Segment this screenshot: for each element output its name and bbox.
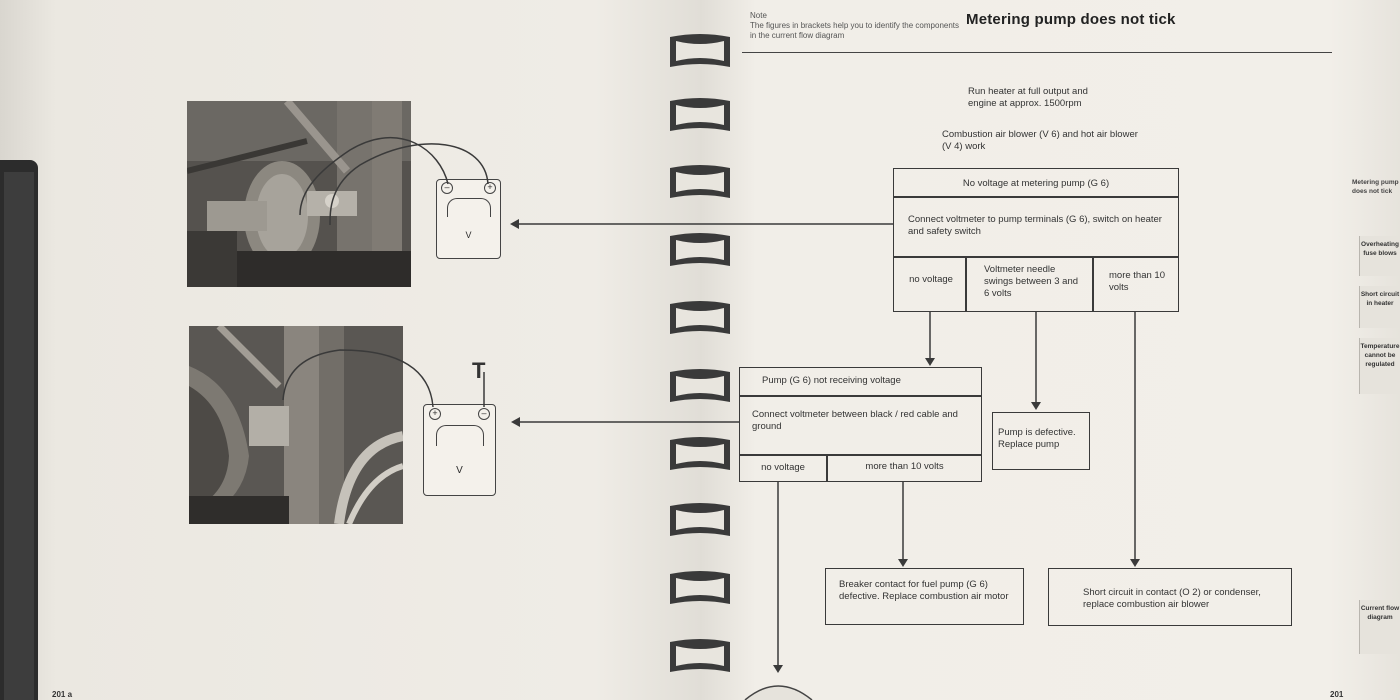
box1-option-more-than-10: more than 10 volts bbox=[1109, 270, 1165, 293]
box1-header: No voltage at metering pump (G 6) bbox=[962, 178, 1110, 189]
photo-pump-terminals bbox=[187, 101, 411, 287]
box1-instruction: Connect voltmeter to pump terminals (G 6… bbox=[908, 214, 1162, 237]
box1-option-swings: Voltmeter needle swings between 3 and 6 … bbox=[984, 264, 1079, 299]
box2-option-no-voltage: no voltage bbox=[761, 462, 805, 473]
binder-ring bbox=[668, 436, 732, 472]
result-short-circuit: Short circuit in contact (O 2) or conden… bbox=[1048, 568, 1292, 626]
binder-ring bbox=[668, 502, 732, 538]
terminal-plus: + bbox=[484, 182, 496, 194]
terminal-minus: – bbox=[478, 408, 490, 420]
box2-header: Pump (G 6) not receiving voltage bbox=[762, 375, 901, 386]
binder-ring bbox=[668, 232, 732, 268]
note-text: The figures in brackets help you to iden… bbox=[750, 21, 960, 40]
meter-unit: V bbox=[456, 465, 463, 476]
box2-option-more-than-10: more than 10 volts bbox=[865, 461, 944, 472]
photo-cable-ground bbox=[189, 326, 403, 524]
binder-ring bbox=[668, 300, 732, 336]
box1-option-no-voltage: no voltage bbox=[909, 274, 953, 285]
cable-minus-1 bbox=[299, 137, 449, 216]
voltmeter-2: + – V bbox=[423, 404, 496, 496]
page-title: Metering pump does not tick bbox=[966, 11, 1176, 28]
side-tab-current[interactable]: Metering pump does not tick bbox=[1352, 179, 1399, 195]
binder-ring bbox=[668, 368, 732, 404]
binder-ring bbox=[668, 33, 732, 69]
binder-ring bbox=[668, 638, 732, 674]
page-number-right: 201 bbox=[1330, 690, 1344, 699]
title-rule bbox=[742, 52, 1332, 53]
side-tab-overheating[interactable]: Overheating fuse blows bbox=[1359, 236, 1400, 276]
result-pump-defective: Pump is defective. Replace pump bbox=[992, 412, 1090, 470]
binder-ring bbox=[668, 164, 732, 200]
meter-scale bbox=[447, 198, 491, 217]
meter-unit: V bbox=[465, 230, 472, 240]
intro-step-2: Combustion air blower (V 6) and hot air … bbox=[942, 129, 1138, 152]
side-tab-current-flow[interactable]: Current flow diagram bbox=[1359, 600, 1400, 654]
meter-scale bbox=[436, 425, 484, 446]
box2-instruction: Connect voltmeter between black / red ca… bbox=[752, 409, 958, 432]
note-label: Note bbox=[750, 11, 767, 20]
cable-plus-2 bbox=[282, 349, 434, 408]
binder-ring bbox=[668, 97, 732, 133]
terminal-plus: + bbox=[429, 408, 441, 420]
cable-plus-1 bbox=[329, 143, 489, 226]
right-page bbox=[700, 0, 1400, 700]
side-tab-short-circuit[interactable]: Short circuit in heater bbox=[1359, 286, 1400, 328]
binder-ring bbox=[668, 570, 732, 606]
result-breaker-contact: Breaker contact for fuel pump (G 6) defe… bbox=[825, 568, 1024, 625]
flow-box-no-voltage: No voltage at metering pump (G 6) Connec… bbox=[893, 168, 1179, 312]
voltmeter-1: – + V bbox=[436, 179, 501, 259]
intro-step-1: Run heater at full output and engine at … bbox=[968, 86, 1088, 109]
side-tab-temperature[interactable]: Temperature cannot be regulated bbox=[1359, 338, 1400, 394]
ground-symbol: T bbox=[472, 358, 486, 383]
page-number-left: 201 a bbox=[52, 690, 73, 699]
flow-box-pump-no-voltage: Pump (G 6) not receiving voltage Connect… bbox=[739, 367, 982, 482]
